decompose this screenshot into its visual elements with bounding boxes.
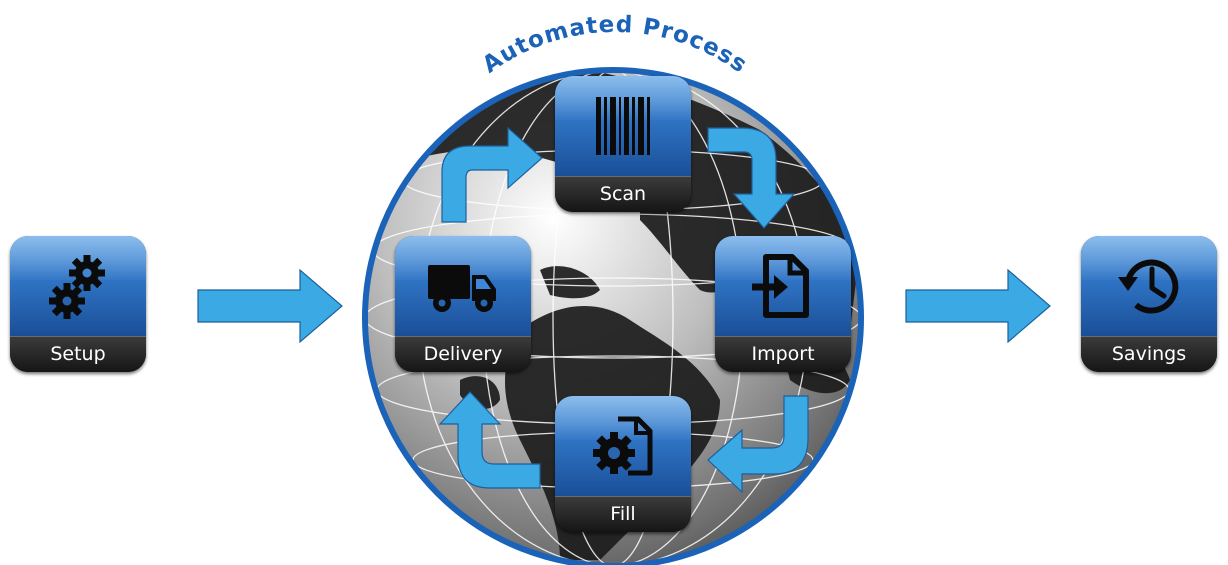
fill-tile: Fill (555, 396, 691, 532)
arrow-scan-to-import (707, 127, 796, 229)
fill-label: Fill (555, 496, 691, 532)
savings-label: Savings (1081, 336, 1217, 372)
arrow-delivery-to-scan (441, 126, 543, 223)
truck-icon (428, 265, 496, 312)
savings-tile: Savings (1081, 236, 1217, 372)
scan-tile: Scan (555, 76, 691, 212)
arrow-setup-to-process (197, 268, 343, 344)
arrow-fill-to-delivery (438, 391, 541, 489)
arrow-import-to-fill (707, 395, 809, 494)
clock-history-icon (1118, 259, 1179, 314)
barcode-icon (596, 97, 650, 155)
scan-label: Scan (555, 176, 691, 212)
setup-tile: Setup (10, 236, 146, 372)
gears-icon (49, 255, 105, 319)
file-gear-icon (593, 416, 653, 476)
import-tile: Import (715, 236, 851, 372)
delivery-tile: Delivery (395, 236, 531, 372)
file-import-icon (752, 254, 809, 318)
globe-ring (362, 67, 864, 565)
import-label: Import (715, 336, 851, 372)
delivery-label: Delivery (395, 336, 531, 372)
setup-label: Setup (10, 336, 146, 372)
arrow-process-to-savings (905, 268, 1051, 344)
